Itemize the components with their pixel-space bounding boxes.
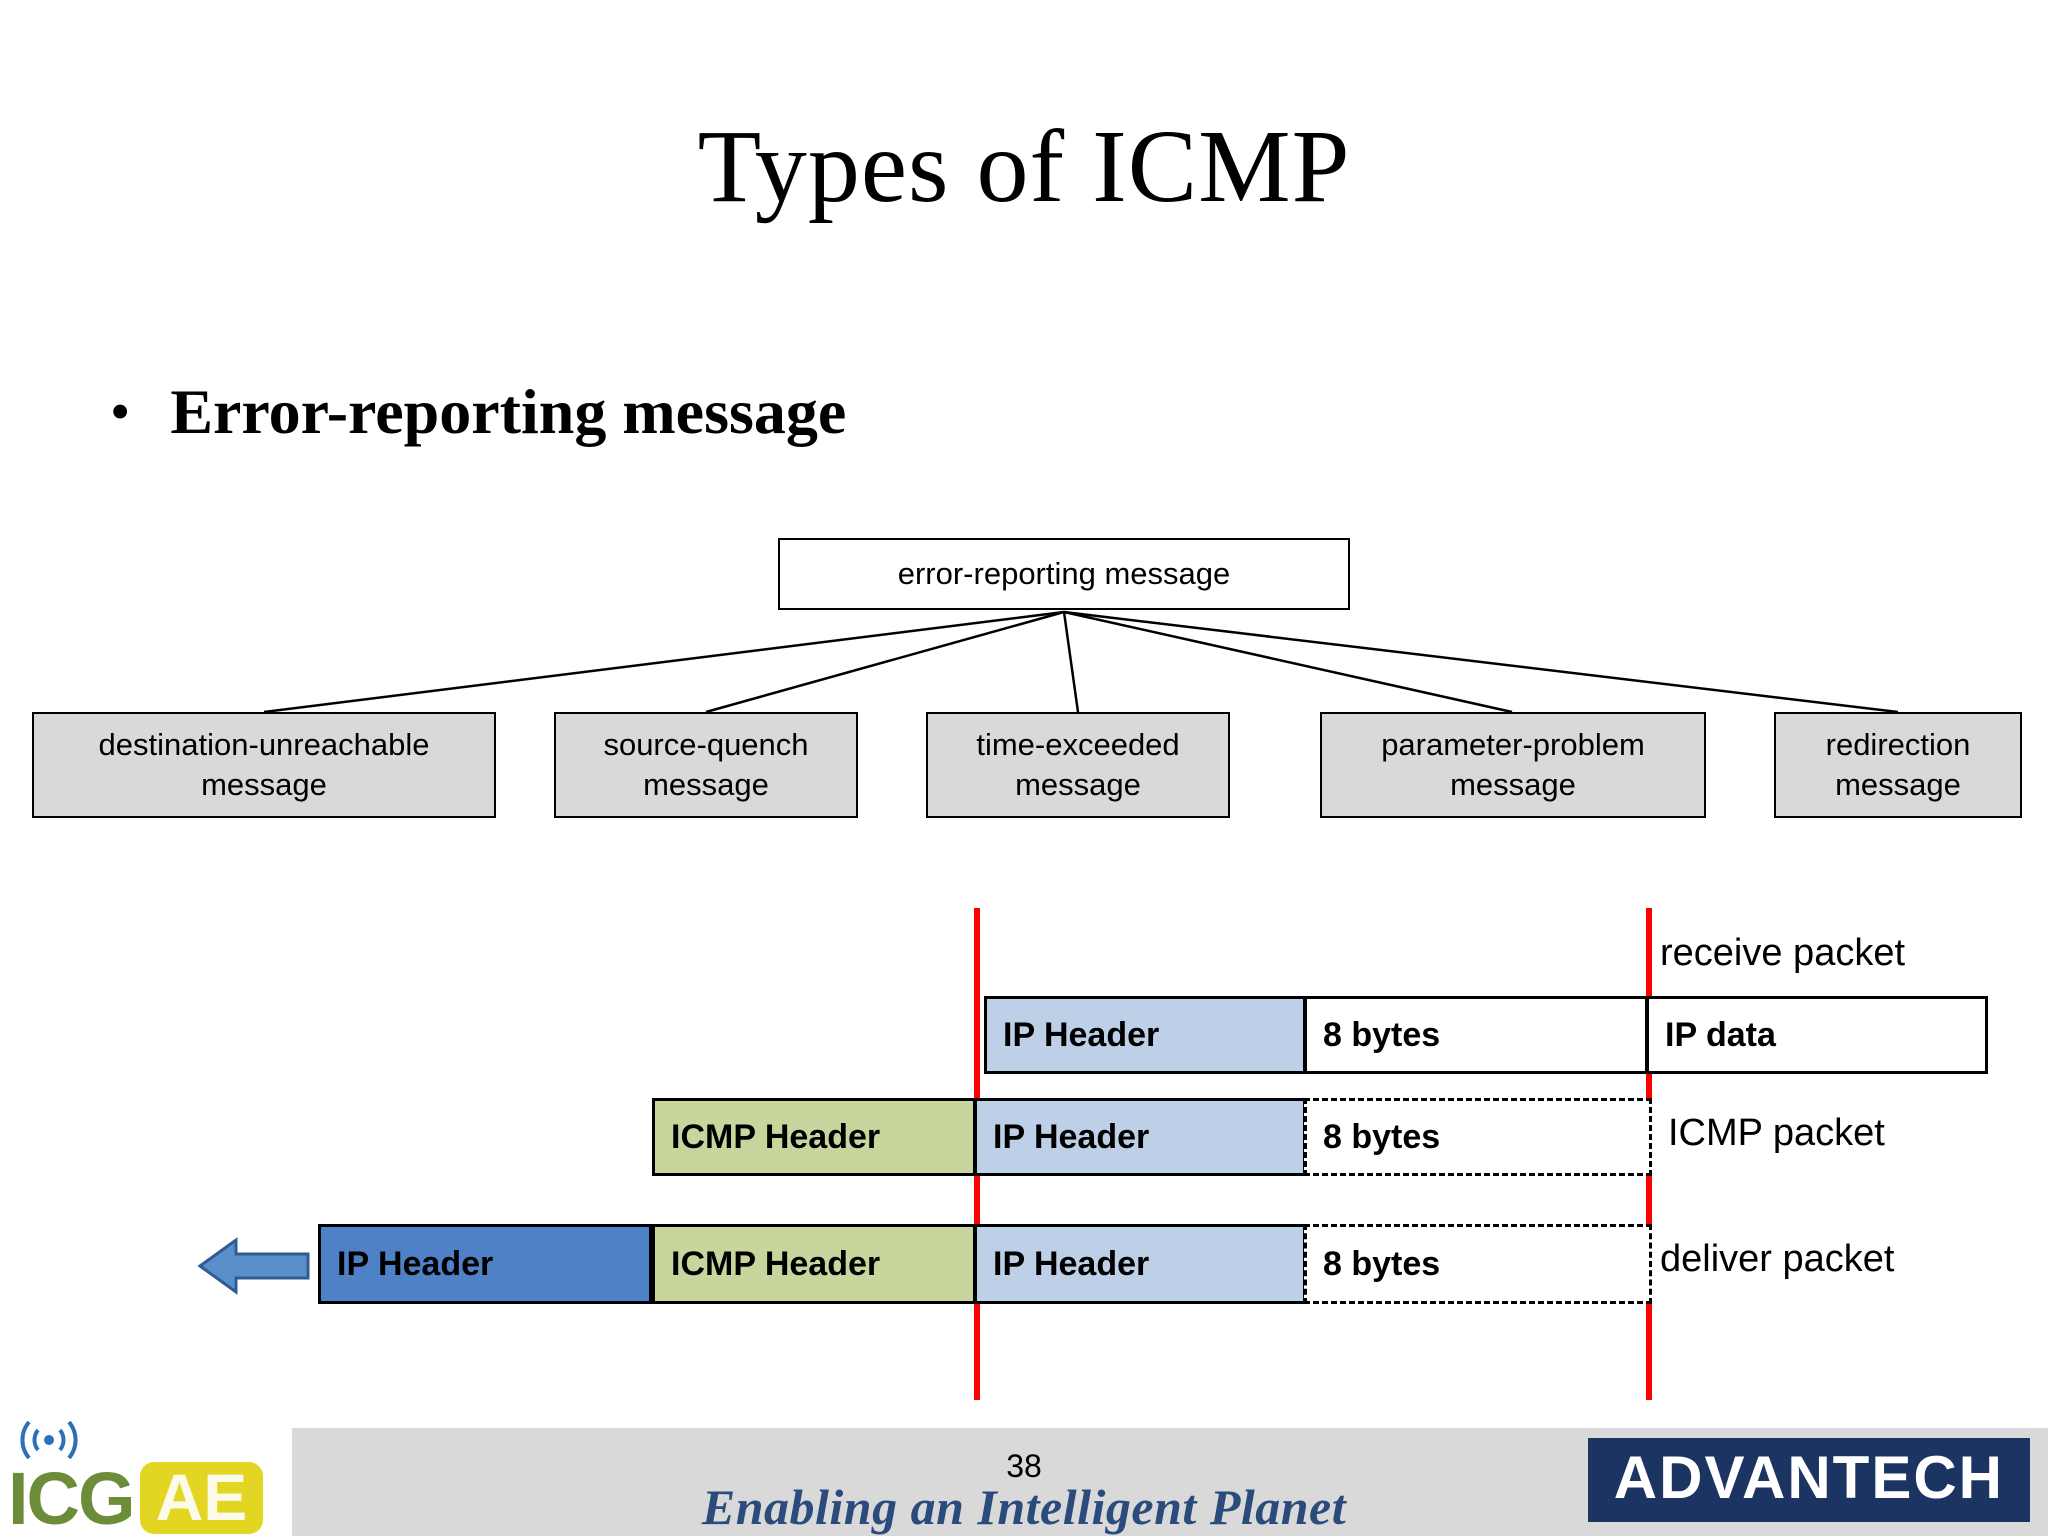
wireless-signal-icon — [20, 1420, 78, 1460]
bullet-item: • Error-reporting message — [110, 380, 846, 444]
segment-8-bytes-row2[interactable]: 8 bytes — [1304, 1098, 1652, 1176]
bullet-marker-icon: • — [110, 379, 131, 444]
icg-ae-logo: ICG AE — [8, 1456, 264, 1540]
page-title: Types of ICMP — [697, 109, 1351, 224]
ae-logo-badge: AE — [139, 1462, 264, 1534]
segment-ip-header-row3[interactable]: IP Header — [318, 1224, 652, 1304]
segment-icmp-header-row2[interactable]: ICMP Header — [652, 1098, 976, 1176]
segment-8-bytes-row3[interactable]: 8 bytes — [1304, 1224, 1652, 1304]
bullet-label: Error-reporting message — [170, 376, 847, 447]
segment-ip-data-row1[interactable]: IP data — [1646, 996, 1988, 1074]
segment-ip-header2-row3[interactable]: IP Header — [974, 1224, 1306, 1304]
advantech-logo: ADVANTECH — [1587, 1438, 2030, 1522]
label-deliver-packet: deliver packet — [1660, 1238, 1895, 1280]
label-icmp-packet: ICMP packet — [1668, 1112, 1885, 1154]
tree-node-parameter-problem[interactable]: parameter-problem message — [1320, 712, 1706, 818]
segment-ip-header-row2[interactable]: IP Header — [974, 1098, 1306, 1176]
icg-logo-text: ICG — [8, 1456, 136, 1540]
left-arrow-icon — [197, 1237, 310, 1295]
label-receive-packet: receive packet — [1660, 932, 1906, 974]
tree-node-time-exceeded[interactable]: time-exceeded message — [926, 712, 1230, 818]
tree-node-destination-unreachable[interactable]: destination-unreachable message — [32, 712, 496, 818]
segment-icmp-header-row3[interactable]: ICMP Header — [652, 1224, 976, 1304]
tree-node-redirection[interactable]: redirection message — [1774, 712, 2022, 818]
segment-ip-header-row1[interactable]: IP Header — [984, 996, 1306, 1074]
tree-node-root[interactable]: error-reporting message — [778, 538, 1350, 610]
tree-node-source-quench[interactable]: source-quench message — [554, 712, 858, 818]
page-number: 38 — [1006, 1448, 1042, 1484]
segment-8-bytes-row1[interactable]: 8 bytes — [1304, 996, 1648, 1074]
footer-tagline: Enabling an Intelligent Planet — [701, 1479, 1347, 1535]
